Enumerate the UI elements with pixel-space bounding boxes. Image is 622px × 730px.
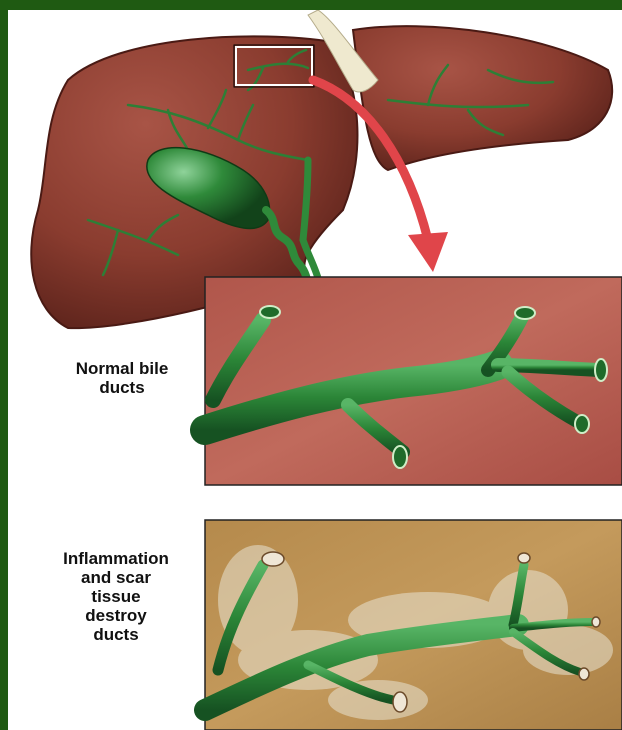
inflammation-label: Inflammation and scar tissue destroy duc… [26, 549, 206, 644]
normal-ducts-panel [205, 277, 622, 485]
illustration-frame: Normal bile ducts Inflammation and scar … [8, 10, 622, 730]
normal-bile-ducts-label: Normal bile ducts [42, 359, 202, 397]
damaged-ducts-panel [205, 520, 622, 730]
